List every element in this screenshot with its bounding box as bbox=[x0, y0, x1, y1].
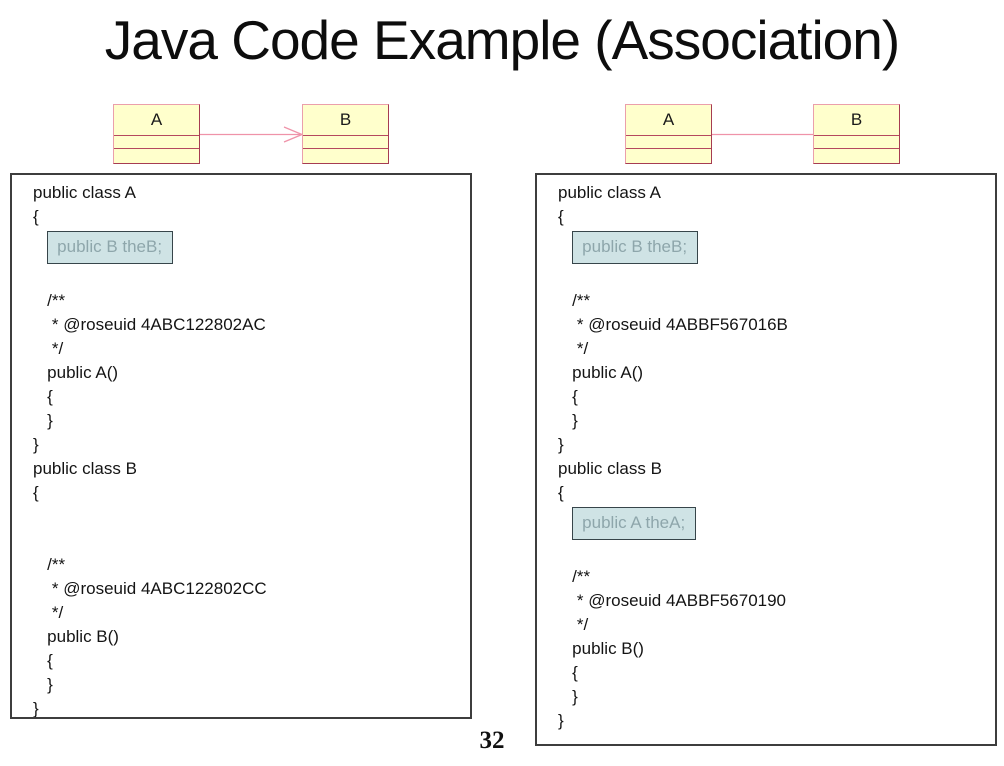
code-line: { bbox=[558, 387, 578, 406]
code-line: */ bbox=[558, 615, 589, 634]
uml-class-box-a: A bbox=[113, 104, 200, 164]
uml-attributes-compartment bbox=[626, 136, 711, 149]
association-arrow-icon bbox=[200, 126, 303, 143]
uml-class-box-b: B bbox=[302, 104, 389, 164]
code-box-directed-association: public class A { public B theB; /** * @ro… bbox=[10, 173, 472, 719]
code-line: { bbox=[558, 207, 564, 226]
code-line: } bbox=[558, 687, 578, 706]
highlighted-field-declaration: public A theA; bbox=[572, 507, 697, 540]
page-number: 32 bbox=[479, 727, 505, 754]
code-line: /** bbox=[33, 291, 66, 310]
code-line bbox=[33, 529, 470, 553]
code-line: { bbox=[558, 663, 578, 682]
uml-attributes-compartment bbox=[303, 136, 388, 149]
code-line bbox=[33, 265, 470, 289]
code-line: public class A bbox=[33, 183, 136, 202]
code-line: } bbox=[33, 435, 39, 454]
uml-class-name: A bbox=[626, 105, 711, 136]
code-line: public class B bbox=[558, 459, 662, 478]
highlighted-field-declaration: public B theB; bbox=[572, 231, 699, 264]
left-code-lines: public class A { public B theB; /** * @ro… bbox=[33, 181, 470, 718]
code-line: public B() bbox=[558, 639, 644, 658]
uml-class-name: B bbox=[303, 105, 388, 136]
code-line: public class B bbox=[33, 459, 137, 478]
code-line: public B() bbox=[33, 627, 119, 646]
code-line: } bbox=[558, 435, 564, 454]
uml-operations-compartment bbox=[114, 149, 199, 163]
code-line: * @roseuid 4ABBF5670190 bbox=[558, 591, 787, 610]
code-line: } bbox=[558, 411, 578, 430]
code-line: } bbox=[33, 699, 39, 718]
code-box-bidirectional-association: public class A { public B theB; /** * @ro… bbox=[535, 173, 997, 746]
uml-class-box-b: B bbox=[813, 104, 900, 164]
code-line: * @roseuid 4ABBF567016B bbox=[558, 315, 788, 334]
right-code-lines: public class A { public B theB; /** * @ro… bbox=[558, 181, 995, 733]
code-line: { bbox=[33, 387, 53, 406]
code-line bbox=[33, 505, 470, 529]
uml-attributes-compartment bbox=[114, 136, 199, 149]
association-line-icon bbox=[712, 133, 813, 136]
uml-class-box-a: A bbox=[625, 104, 712, 164]
code-line: { bbox=[33, 207, 39, 226]
uml-class-name: B bbox=[814, 105, 899, 136]
code-line: /** bbox=[558, 567, 591, 586]
highlighted-field-declaration: public B theB; bbox=[47, 231, 174, 264]
code-line: public A() bbox=[33, 363, 119, 382]
code-line: } bbox=[558, 711, 564, 730]
code-line: } bbox=[33, 411, 53, 430]
code-line: } bbox=[33, 675, 53, 694]
code-line: */ bbox=[558, 339, 589, 358]
code-line: { bbox=[33, 651, 53, 670]
code-line: */ bbox=[33, 339, 64, 358]
code-line: { bbox=[33, 483, 39, 502]
uml-operations-compartment bbox=[814, 149, 899, 163]
uml-operations-compartment bbox=[303, 149, 388, 163]
code-line bbox=[558, 541, 995, 565]
code-line: * @roseuid 4ABC122802AC bbox=[33, 315, 266, 334]
code-line: * @roseuid 4ABC122802CC bbox=[33, 579, 267, 598]
uml-operations-compartment bbox=[626, 149, 711, 163]
slide-title: Java Code Example (Association) bbox=[104, 9, 900, 71]
uml-attributes-compartment bbox=[814, 136, 899, 149]
code-line: */ bbox=[33, 603, 64, 622]
code-line: { bbox=[558, 483, 564, 502]
code-line: public B theB; bbox=[558, 229, 995, 265]
code-line: public B theB; bbox=[33, 229, 470, 265]
code-line: public A theA; bbox=[558, 505, 995, 541]
code-line: /** bbox=[558, 291, 591, 310]
code-line bbox=[558, 265, 995, 289]
code-line: public class A bbox=[558, 183, 661, 202]
code-line: /** bbox=[33, 555, 66, 574]
code-line: public A() bbox=[558, 363, 644, 382]
uml-class-name: A bbox=[114, 105, 199, 136]
